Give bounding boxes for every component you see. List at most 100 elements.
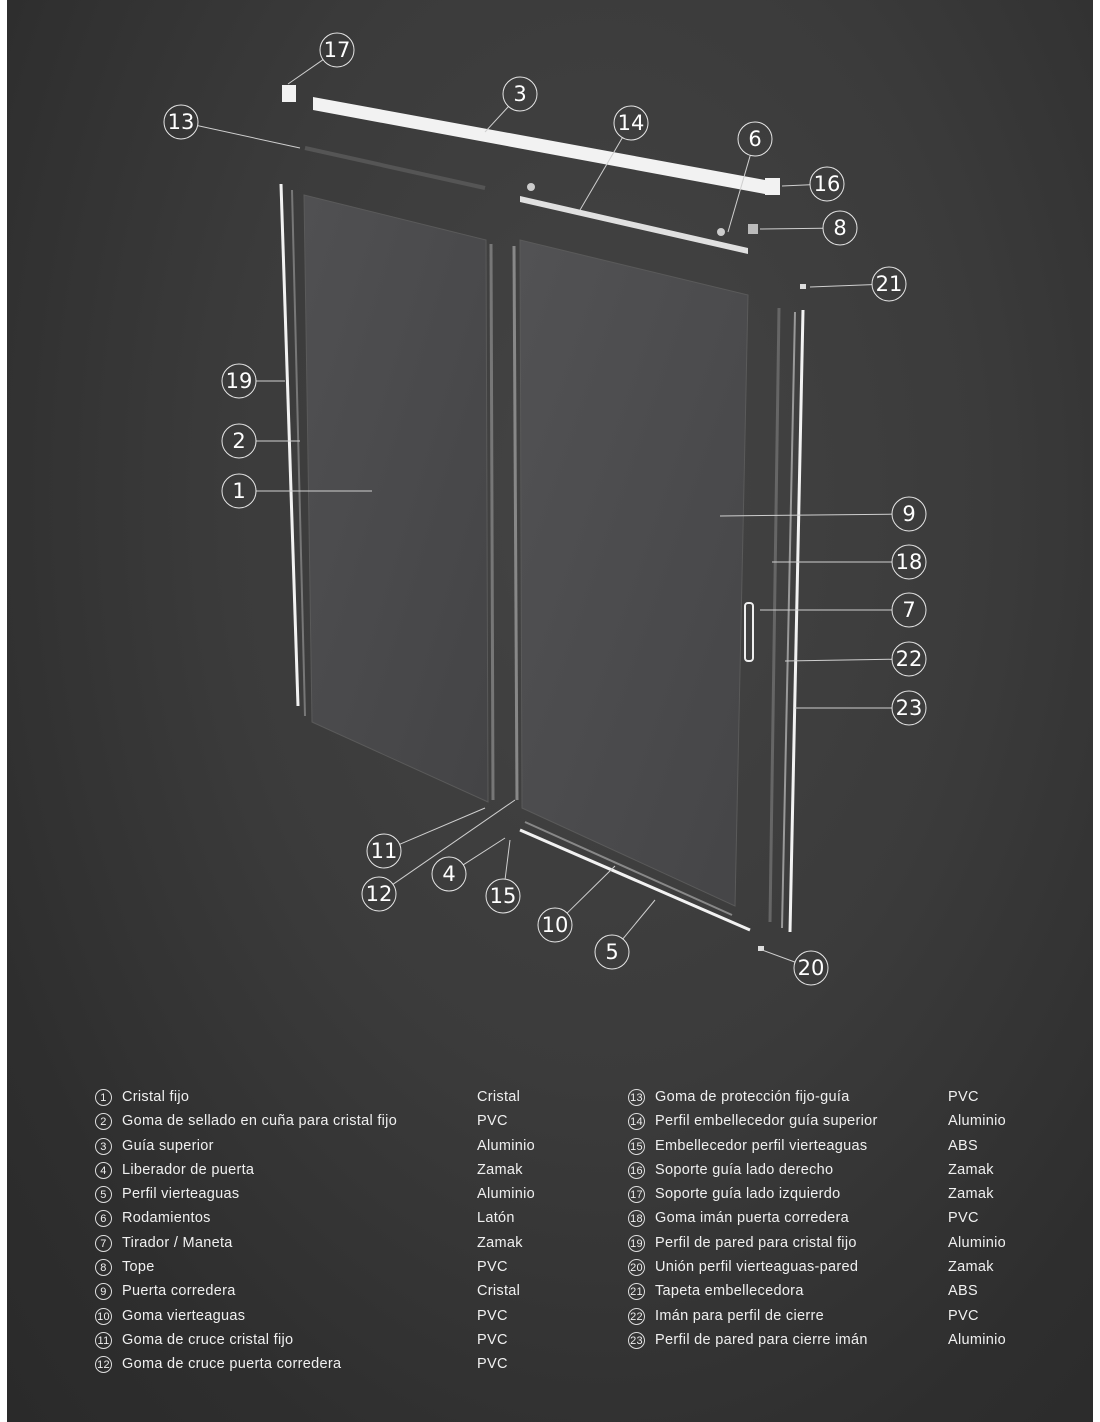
callout-number: 4 bbox=[442, 862, 455, 886]
callout-circle bbox=[361, 876, 397, 912]
top-rail-assembly bbox=[282, 85, 780, 254]
callout-circle bbox=[737, 121, 773, 157]
legend-part-name: Perfil vierteaguas bbox=[122, 1186, 240, 1203]
callout-circle bbox=[502, 76, 538, 112]
callout-circle bbox=[822, 210, 858, 246]
callout-10: 10 bbox=[537, 865, 616, 943]
legend-part-name: Tirador / Maneta bbox=[122, 1234, 233, 1251]
legend-number-badge: 12 bbox=[95, 1356, 112, 1374]
fixed-glass-panel bbox=[303, 194, 489, 803]
legend-number-badge: 18 bbox=[628, 1210, 645, 1228]
bottom-sill-profile bbox=[519, 828, 751, 932]
callout-number: 20 bbox=[798, 956, 825, 980]
callout-2: 2 bbox=[221, 423, 300, 459]
callout-number: 15 bbox=[490, 884, 517, 908]
legend-number-badge: 22 bbox=[628, 1307, 645, 1325]
legend-part-name: Goma de cruce puerta corredera bbox=[122, 1356, 342, 1373]
callout-circle bbox=[537, 907, 573, 943]
legend-part-material: PVC bbox=[948, 1089, 979, 1105]
leader-line bbox=[781, 184, 811, 187]
legend-part-material: Aluminio bbox=[477, 1137, 536, 1154]
sliding-door-panel bbox=[519, 239, 749, 907]
legend-part-material: Cristal bbox=[477, 1089, 521, 1105]
legend-number-badge: 2 bbox=[95, 1113, 112, 1131]
magnet-seal bbox=[768, 307, 781, 923]
legend-part-name: Perfil embellecedor guía superior bbox=[655, 1113, 878, 1130]
leader-line bbox=[761, 949, 796, 963]
callout-circle bbox=[613, 105, 649, 141]
legend-item: 2 Goma de sellado en cuña para cristal fi… bbox=[95, 1112, 565, 1136]
legend-part-material: PVC bbox=[477, 1307, 508, 1324]
callout-number: 14 bbox=[618, 111, 645, 135]
callout-number: 10 bbox=[542, 913, 569, 937]
callout-circle bbox=[221, 363, 257, 399]
closing-wall-profile bbox=[788, 309, 805, 933]
legend-part-material: PVC bbox=[948, 1210, 979, 1227]
callout-number: 1 bbox=[232, 479, 245, 503]
fixed-glass-seal bbox=[291, 189, 306, 717]
legend-part-material: Aluminio bbox=[948, 1113, 1007, 1130]
callout-number: 19 bbox=[226, 369, 253, 393]
legend-part-name: Goma de protección fijo-guía bbox=[655, 1089, 850, 1105]
callout-number: 9 bbox=[902, 502, 915, 526]
fixed-glass-wall-profile bbox=[279, 183, 300, 707]
sliding-door-assembly bbox=[512, 239, 754, 932]
callout-number: 5 bbox=[605, 940, 618, 964]
callout-4: 4 bbox=[431, 837, 506, 892]
callout-14: 14 bbox=[579, 105, 649, 211]
callout-number: 13 bbox=[168, 110, 195, 134]
legend-part-name: Goma de sellado en cuña para cristal fij… bbox=[122, 1113, 398, 1130]
callout-19: 19 bbox=[221, 363, 285, 399]
callout-number: 16 bbox=[814, 172, 841, 196]
callout-20: 20 bbox=[761, 949, 829, 986]
legend-part-name: Tapeta embellecedora bbox=[655, 1283, 804, 1300]
top-guide-rail bbox=[313, 97, 765, 194]
door-stop bbox=[748, 224, 758, 234]
legend-number-badge: 20 bbox=[628, 1259, 645, 1277]
legend-number-badge: 10 bbox=[95, 1307, 112, 1325]
legend-part-name: Puerta corredera bbox=[122, 1283, 236, 1300]
leader-line bbox=[579, 137, 623, 211]
legend-item: 13 Goma de protección fijo-guía PVC bbox=[628, 1088, 1048, 1112]
callout-16: 16 bbox=[781, 166, 845, 202]
callout-21: 21 bbox=[809, 266, 907, 302]
callout-circle bbox=[221, 423, 257, 459]
legend-part-material: ABS bbox=[948, 1137, 978, 1154]
leader-line bbox=[287, 59, 324, 85]
legend-part-material: Aluminio bbox=[477, 1186, 536, 1203]
leader-line bbox=[727, 155, 751, 233]
callout-number: 18 bbox=[896, 550, 923, 574]
legend-number-badge: 3 bbox=[95, 1137, 112, 1155]
legend-part-material: Zamak bbox=[948, 1186, 994, 1203]
callout-8: 8 bbox=[759, 210, 858, 246]
leader-line bbox=[197, 125, 301, 149]
legend-number-badge: 9 bbox=[95, 1283, 112, 1301]
legend-part-material: Zamak bbox=[477, 1234, 523, 1251]
legend-part-name: Liberador de puerta bbox=[122, 1161, 255, 1178]
callout-circle bbox=[594, 934, 630, 970]
legend-number-badge: 13 bbox=[628, 1089, 645, 1106]
legend-part-material: Zamak bbox=[948, 1161, 994, 1178]
legend-part-name: Perfil de pared para cristal fijo bbox=[655, 1234, 857, 1251]
legend-item: 14 Perfil embellecedor guía superior Alumi… bbox=[628, 1112, 1048, 1136]
callout-circle bbox=[891, 690, 927, 726]
legend-number-badge: 6 bbox=[95, 1210, 112, 1228]
callout-18: 18 bbox=[772, 544, 927, 580]
legend-number-badge: 4 bbox=[95, 1161, 112, 1179]
legend-part-material: PVC bbox=[477, 1113, 508, 1130]
legend-number-badge: 21 bbox=[628, 1283, 645, 1301]
legend-number-badge: 14 bbox=[628, 1113, 645, 1131]
callout-circle bbox=[485, 878, 521, 914]
callout-number: 7 bbox=[902, 598, 915, 622]
legend-part-name: Imán para perfil de cierre bbox=[655, 1307, 824, 1324]
callout-6: 6 bbox=[727, 121, 773, 233]
